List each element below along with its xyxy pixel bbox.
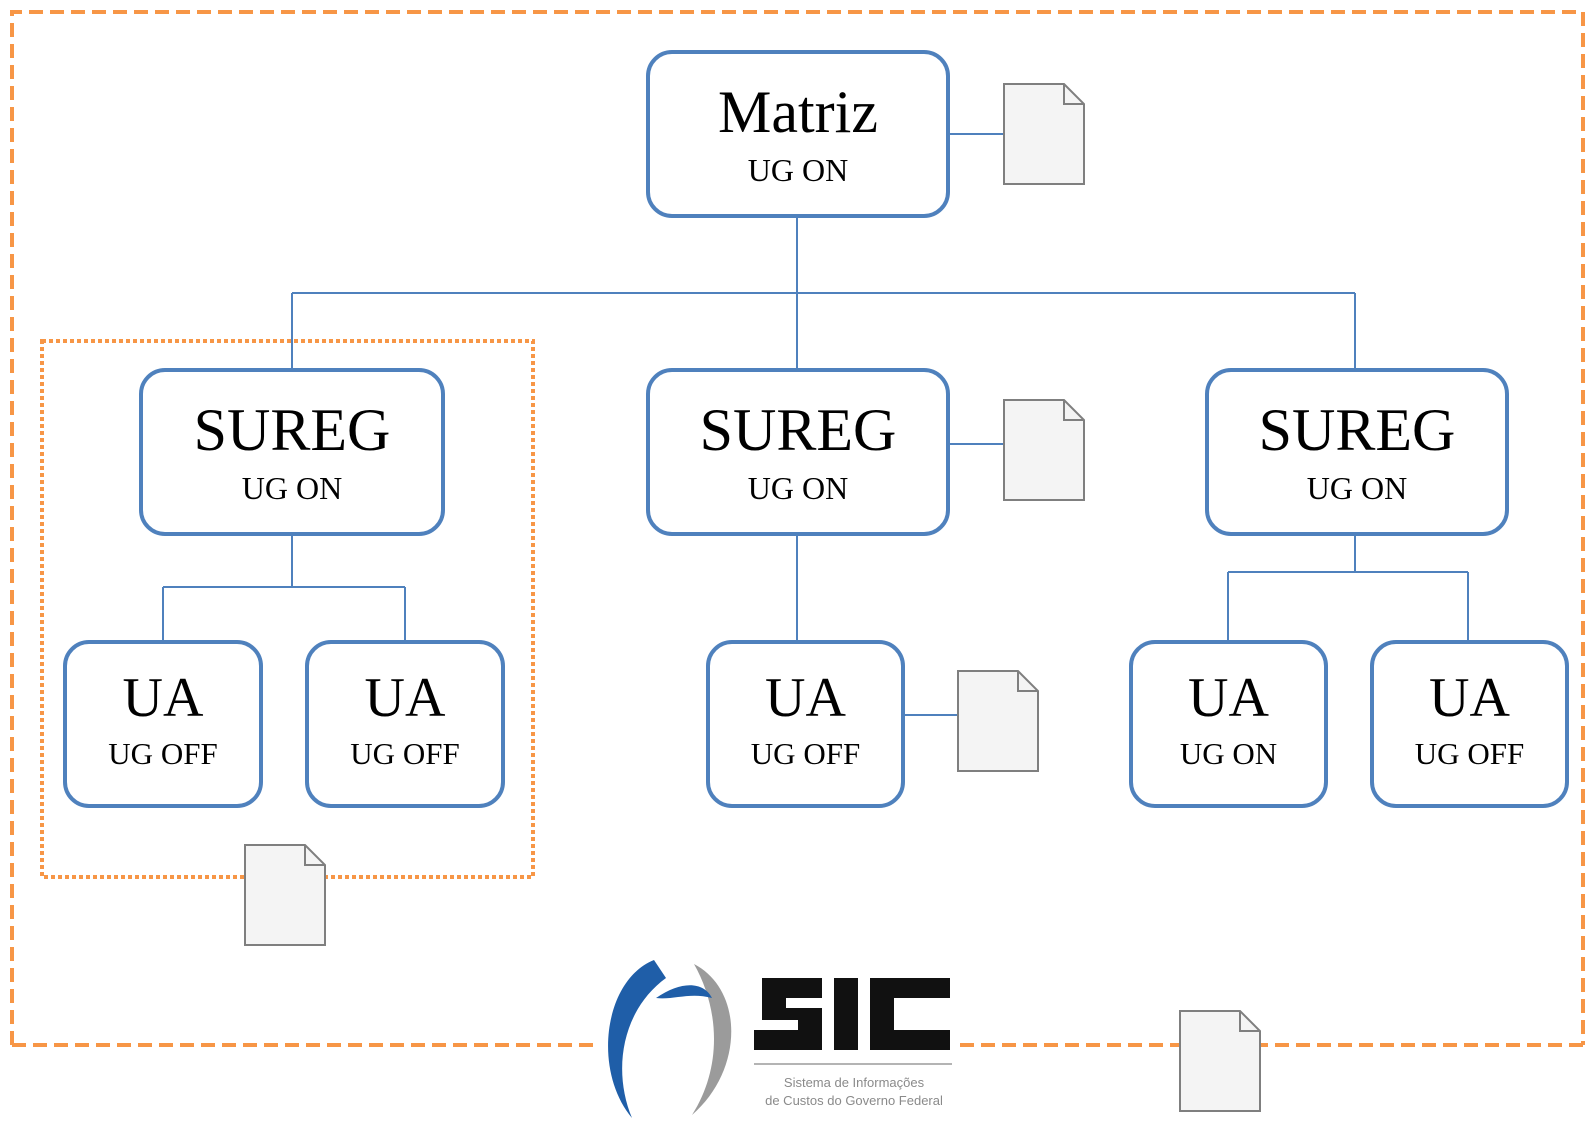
document-icon [957, 670, 1039, 772]
node-status: UG OFF [1414, 736, 1525, 771]
node-title: Matriz [718, 79, 878, 145]
sic-logo: Sistema de Informações de Custos do Gove… [594, 950, 994, 1130]
document-icons [244, 83, 1261, 1112]
node-sureg-left: SUREG UG ON [139, 368, 445, 536]
node-status: UG ON [747, 470, 849, 506]
document-icon [1179, 1010, 1261, 1112]
outer-frame [10, 10, 1585, 1045]
document-icon [1003, 83, 1085, 185]
node-status: UG OFF [350, 736, 460, 771]
node-ua-left-1: UA UG OFF [63, 640, 263, 808]
sic-logo-mark [608, 960, 952, 1118]
node-title: UA [1188, 667, 1269, 729]
node-title: SUREG [193, 397, 391, 463]
node-title: SUREG [1258, 397, 1456, 463]
connectors [162, 133, 1469, 716]
node-title: SUREG [699, 397, 897, 463]
node-title: UA [765, 667, 846, 729]
node-title: UA [364, 667, 446, 729]
node-ua-right-2: UA UG OFF [1370, 640, 1569, 808]
sic-logo-subtitle: Sistema de Informações de Custos do Gove… [734, 1074, 974, 1109]
document-icon [1003, 399, 1085, 501]
document-icon [244, 844, 326, 946]
sic-wordmark [754, 978, 950, 1050]
sic-subtitle-line1: Sistema de Informações [783, 1075, 925, 1090]
node-status: UG ON [747, 152, 849, 188]
node-status: UG ON [1179, 736, 1278, 771]
node-status: UG OFF [108, 736, 218, 771]
node-title: UA [122, 667, 204, 729]
node-status: UG ON [241, 470, 343, 506]
inner-frame [40, 339, 535, 879]
node-sureg-middle: SUREG UG ON [646, 368, 950, 536]
node-ua-middle: UA UG OFF [706, 640, 905, 808]
node-ua-right-1: UA UG ON [1129, 640, 1328, 808]
sic-subtitle-line2: de Custos do Governo Federal [765, 1092, 943, 1108]
node-status: UG OFF [750, 736, 861, 771]
node-title: UA [1429, 667, 1510, 729]
node-sureg-right: SUREG UG ON [1205, 368, 1509, 536]
node-matriz: Matriz UG ON [646, 50, 950, 218]
node-ua-left-2: UA UG OFF [305, 640, 505, 808]
node-status: UG ON [1306, 470, 1408, 506]
